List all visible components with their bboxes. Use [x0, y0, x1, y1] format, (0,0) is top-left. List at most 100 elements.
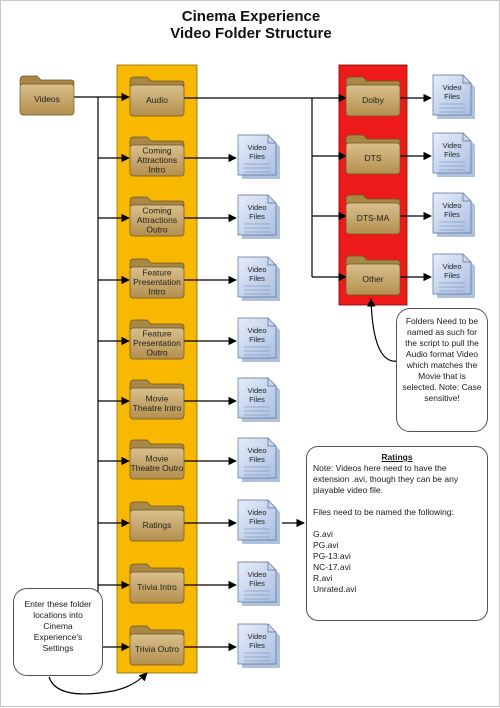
folder-label: Audio	[146, 95, 168, 105]
folder-label: Feature	[142, 268, 172, 278]
document-icon	[432, 74, 472, 116]
file-label: Files	[249, 152, 265, 161]
folder-icon-tab	[129, 196, 185, 207]
ratings-note-title: Ratings	[381, 452, 413, 462]
rating-file-name: PG-13.avi	[313, 551, 351, 561]
callout-arrows	[48, 298, 399, 695]
document-icon	[432, 132, 472, 174]
rating-file-name: Unrated.avi	[313, 584, 357, 594]
file-label: Video	[247, 143, 266, 152]
folder-icon-tab	[129, 258, 185, 269]
folder-icon-tab	[129, 439, 185, 450]
file-label: Video	[247, 326, 266, 335]
file-label: Video	[442, 262, 461, 271]
settings-callout: Enter these folder locations into Cinema…	[13, 588, 103, 676]
folder-label: Dolby	[362, 95, 384, 105]
folder-label: Other	[362, 274, 383, 284]
document-fold	[267, 500, 276, 509]
folder-videos[interactable]: Videos	[19, 75, 75, 116]
folder-audio-dolby[interactable]: Dolby	[345, 76, 401, 117]
folder-icon	[129, 327, 185, 360]
folder-icon-tab	[129, 563, 185, 574]
document-icon	[432, 192, 472, 234]
folder-label: Ratings	[143, 520, 172, 530]
folder-icon-tab	[129, 379, 185, 390]
file-label: Files	[249, 212, 265, 221]
file-label: Video	[442, 141, 461, 150]
document-fold	[267, 195, 276, 204]
folder-icon-tab	[19, 75, 75, 86]
folder-icon-tab	[129, 501, 185, 512]
folder-label: Theatre Outro	[131, 463, 184, 473]
document-fold	[462, 193, 471, 202]
folder-audio-dts-ma[interactable]: DTS-MA	[345, 194, 401, 235]
document-fold	[267, 562, 276, 571]
document-icon	[432, 253, 472, 295]
folder-label: Attractions	[137, 155, 177, 165]
file-label: Files	[249, 335, 265, 344]
folder-icon	[129, 84, 185, 117]
rating-file-name: PG.avi	[313, 540, 339, 550]
folder-icon-tab	[345, 255, 401, 266]
file-label: Video	[442, 83, 461, 92]
folder-icon	[19, 83, 75, 116]
folder-icon-tab	[345, 76, 401, 87]
file-label: Files	[444, 150, 460, 159]
files-layer: VideoFilesVideoFilesVideoFilesVideoFiles…	[237, 74, 475, 668]
document-fold	[267, 438, 276, 447]
folder-icon	[129, 387, 185, 420]
folder-label: Outro	[146, 348, 168, 358]
file-label: Files	[249, 579, 265, 588]
file-label: Files	[444, 271, 460, 280]
document-fold	[462, 254, 471, 263]
document-fold	[462, 133, 471, 142]
ratings-files-intro: Files need to be named the following:	[313, 507, 454, 517]
folder-label: Outro	[146, 225, 168, 235]
folder-audio-dts[interactable]: DTS	[345, 134, 401, 175]
folder-icon	[129, 633, 185, 666]
file-label: Video	[247, 632, 266, 641]
document-icon	[237, 134, 277, 176]
folder-audio-other[interactable]: Other	[345, 255, 401, 296]
folder-icon-tab	[345, 134, 401, 145]
folder-trivia-intro[interactable]: Trivia Intro	[129, 563, 185, 604]
folder-label: Trivia Outro	[135, 644, 179, 654]
folder-icon	[129, 447, 185, 480]
document-fold	[462, 75, 471, 84]
file-label: Files	[249, 274, 265, 283]
file-label: Video	[442, 201, 461, 210]
folder-audio[interactable]: Audio	[129, 76, 185, 117]
folder-label: Presentation	[133, 338, 181, 348]
folder-label: Movie	[146, 393, 169, 403]
folder-label: Intro	[148, 165, 165, 175]
document-icon	[237, 377, 277, 419]
folder-icon-tab	[129, 319, 185, 330]
folder-ratings[interactable]: Ratings	[129, 501, 185, 542]
folder-icon	[129, 204, 185, 237]
folder-trivia-outro[interactable]: Trivia Outro	[129, 625, 185, 666]
file-label: Files	[444, 92, 460, 101]
document-icon	[237, 437, 277, 479]
folder-label: Trivia Intro	[137, 582, 177, 592]
